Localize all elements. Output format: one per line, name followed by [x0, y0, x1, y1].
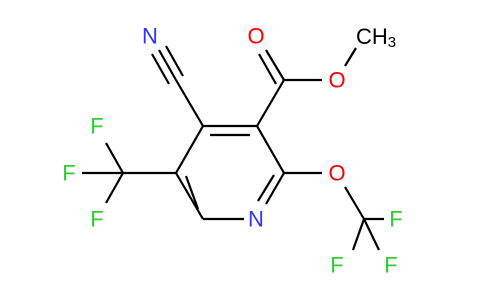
bond-carbonyl-c-o	[265, 49, 285, 81]
bond-c2-n1-inner	[257, 174, 275, 202]
atom-ocf3-f3: F	[384, 253, 397, 278]
bond-cn-triple-3	[151, 53, 170, 85]
trifluoromethoxy-group: O F F F	[284, 161, 403, 278]
bond-carbonyl-c-o-2	[258, 53, 277, 85]
bond-c3-c2	[256, 125, 285, 174]
atom-methyl: CH3	[356, 24, 396, 51]
atom-carbonyl-o: O	[247, 24, 264, 49]
bond-ocf3-f3	[363, 218, 380, 251]
trifluoromethyl-group: F F F	[62, 114, 176, 232]
bond-cf3-f1	[105, 142, 124, 174]
bond-c6-c5-inner	[184, 175, 200, 210]
bond-c6-c5	[175, 172, 204, 220]
atom-cf3-f2: F	[62, 161, 75, 186]
atom-ocf3-f2: F	[330, 253, 343, 278]
bond-cn-triple-2	[165, 45, 184, 77]
atom-ocf3-f1: F	[389, 207, 402, 232]
atom-cf3-f1: F	[90, 114, 103, 139]
atom-nitrile-n: N	[142, 24, 158, 49]
bond-ether-o-cf3	[344, 186, 365, 220]
bond-c2-n1	[265, 172, 285, 205]
ester-group: O O CH3	[247, 24, 396, 127]
bond-cf3-f3	[105, 172, 124, 204]
nitrile-group: N	[142, 24, 204, 127]
pyridine-ring	[175, 124, 285, 221]
atom-cf3-f3: F	[90, 207, 103, 232]
bond-ester-o-methyl	[344, 47, 357, 67]
atom-ether-o: O	[328, 161, 345, 186]
atom-ring-n: N	[248, 207, 264, 232]
bond-c5-c4	[175, 125, 204, 174]
bond-c3-carbonyl-c	[256, 79, 285, 127]
bond-c4-cn	[175, 79, 204, 127]
bond-cn-triple-1	[158, 49, 177, 81]
atom-ester-o: O	[328, 68, 345, 93]
bond-ocf3-f2	[351, 218, 366, 251]
